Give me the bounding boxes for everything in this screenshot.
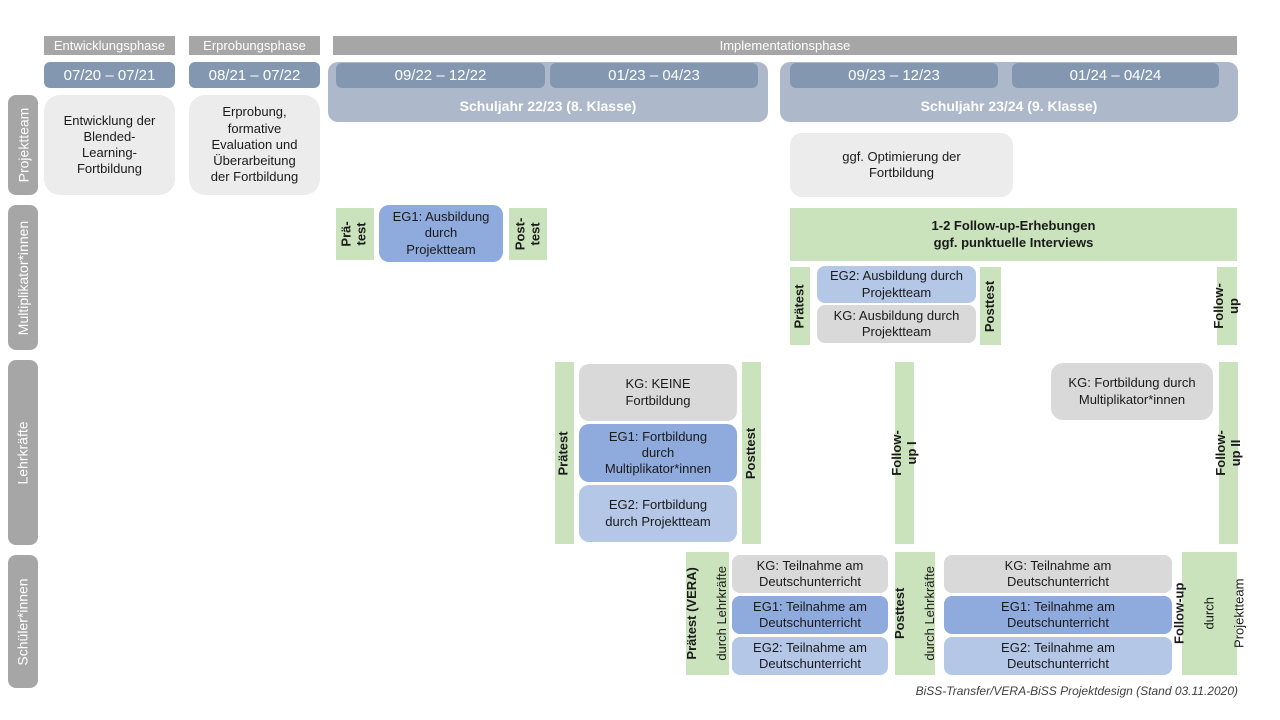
bar-multiplikatoren-followup-text: Follow-up (1211, 283, 1241, 329)
phase-header-erprobung: Erprobungsphase (189, 36, 320, 55)
row-label-lehrkraefte: Lehrkräfte (8, 360, 38, 545)
box-followup-erhebungen: 1-2 Follow-up-Erhebungen ggf. punktuelle… (790, 208, 1237, 261)
bar-lehrkraefte-followup1: Follow-up I (889, 362, 919, 544)
box-eg1-teilnahme-deutschunterricht-2: EG1: Teilnahme am Deutschunterricht (944, 596, 1172, 634)
box-eg1-ausbildung-projektteam: EG1: Ausbildung durch Projektteam (379, 205, 503, 262)
bar-lehrkraefte-praetest-text: Prätest (556, 430, 572, 476)
bar-schueler-posttest-line1: Posttest (891, 587, 907, 640)
row-label-projektteam: Projektteam (8, 95, 38, 195)
bar-lehrkraefte-posttest-text: Posttest (743, 427, 759, 479)
bar-multiplikatoren-praetest-text: Prä- test (339, 221, 369, 247)
box-erprobung-evaluation: Erprobung, formative Evaluation und Über… (189, 95, 320, 195)
bar-multiplikatoren-praetest2: Prätest (790, 267, 810, 345)
bar-schueler-posttest: Posttest durch Lehrkräfte (891, 552, 937, 675)
bar-lehrkraefte-followup2-text: Follow-up II (1212, 430, 1243, 476)
row-label-multiplikatoren: Multiplikator*innen (8, 205, 38, 350)
bar-schueler-praetest-vera-line1: Prätest (VERA) (684, 567, 700, 660)
bar-lehrkraefte-followup2: Follow-up II (1213, 362, 1243, 544)
bar-multiplikatoren-posttest: Post- test (509, 208, 547, 260)
bar-lehrkraefte-posttest: Posttest (742, 362, 761, 544)
box-eg1-fortbildung-multiplikatoren: EG1: Fortbildung durch Multiplikator*inn… (579, 424, 737, 482)
box-optimierung-fortbildung: ggf. Optimierung der Fortbildung (790, 133, 1013, 197)
row-label-schueler: Schüler*innen (8, 555, 38, 688)
bar-multiplikatoren-followup: Follow-up (1211, 267, 1241, 345)
box-kg-fortbildung-multiplikatoren: KG: Fortbildung durch Multiplikator*inne… (1051, 363, 1213, 420)
diagram-caption: BiSS-Transfer/VERA-BiSS Projektdesign (S… (915, 684, 1238, 698)
school-year-label-2223: Schuljahr 22/23 (8. Klasse) (459, 98, 637, 114)
row-label-lehrkraefte-text: Lehrkräfte (15, 420, 32, 485)
school-year-label-2324: Schuljahr 23/24 (9. Klasse) (920, 98, 1098, 114)
bar-lehrkraefte-followup1-text: Follow-up I (888, 430, 919, 476)
phase-header-entwicklung: Entwicklungsphase (44, 36, 175, 55)
bar-schueler-followup-line1: Follow-up (1171, 582, 1187, 645)
date-range-0123-0423: 01/23 – 04/23 (550, 63, 758, 88)
box-eg2-teilnahme-deutschunterricht-1: EG2: Teilnahme am Deutschunterricht (732, 637, 888, 675)
box-kg-teilnahme-deutschunterricht-1: KG: Teilnahme am Deutschunterricht (732, 555, 888, 593)
row-label-projektteam-text: Projektteam (15, 107, 32, 183)
phase-header-implementation: Implementationsphase (333, 36, 1237, 55)
date-range-0922-1222: 09/22 – 12/22 (336, 63, 545, 88)
box-kg-keine-fortbildung: KG: KEINE Fortbildung (579, 364, 737, 421)
box-kg-ausbildung-projektteam: KG: Ausbildung durch Projektteam (817, 305, 976, 343)
row-label-schueler-text: Schüler*innen (15, 577, 32, 666)
box-kg-teilnahme-deutschunterricht-2: KG: Teilnahme am Deutschunterricht (944, 555, 1172, 593)
bar-schueler-followup-line3: Projektteam (1230, 578, 1246, 649)
date-range-0124-0424: 01/24 – 04/24 (1012, 63, 1219, 88)
box-eg1-teilnahme-deutschunterricht-1: EG1: Teilnahme am Deutschunterricht (732, 596, 888, 634)
box-eg2-ausbildung-projektteam: EG2: Ausbildung durch Projektteam (817, 266, 976, 303)
date-range-0720-0721: 07/20 – 07/21 (44, 62, 175, 88)
box-eg2-fortbildung-projektteam: EG2: Fortbildung durch Projektteam (579, 485, 737, 542)
box-eg2-teilnahme-deutschunterricht-2: EG2: Teilnahme am Deutschunterricht (944, 637, 1172, 675)
bar-schueler-praetest-vera-line2: durch Lehrkräfte (713, 566, 729, 661)
box-entwicklung-fortbildung: Entwicklung der Blended- Learning- Fortb… (44, 95, 175, 195)
bar-schueler-followup: Follow-up durch Projektteam (1171, 552, 1246, 675)
bar-multiplikatoren-posttest-text: Post- test (512, 217, 542, 251)
date-range-0821-0722: 08/21 – 07/22 (189, 62, 320, 88)
bar-schueler-posttest-line2: durch Lehrkräfte (921, 566, 937, 661)
bar-multiplikatoren-praetest2-text: Prätest (791, 283, 807, 329)
bar-schueler-praetest-vera: Prätest (VERA) durch Lehrkräfte (684, 552, 729, 675)
bar-multiplikatoren-posttest2: Posttest (980, 267, 1001, 345)
bar-multiplikatoren-posttest2-text: Posttest (982, 280, 998, 332)
bar-lehrkraefte-praetest: Prätest (555, 362, 574, 544)
date-range-0923-1223: 09/23 – 12/23 (790, 63, 998, 88)
bar-multiplikatoren-praetest: Prä- test (336, 208, 374, 260)
row-label-multiplikatoren-text: Multiplikator*innen (15, 220, 31, 335)
bar-schueler-followup-line2: durch (1201, 597, 1217, 630)
